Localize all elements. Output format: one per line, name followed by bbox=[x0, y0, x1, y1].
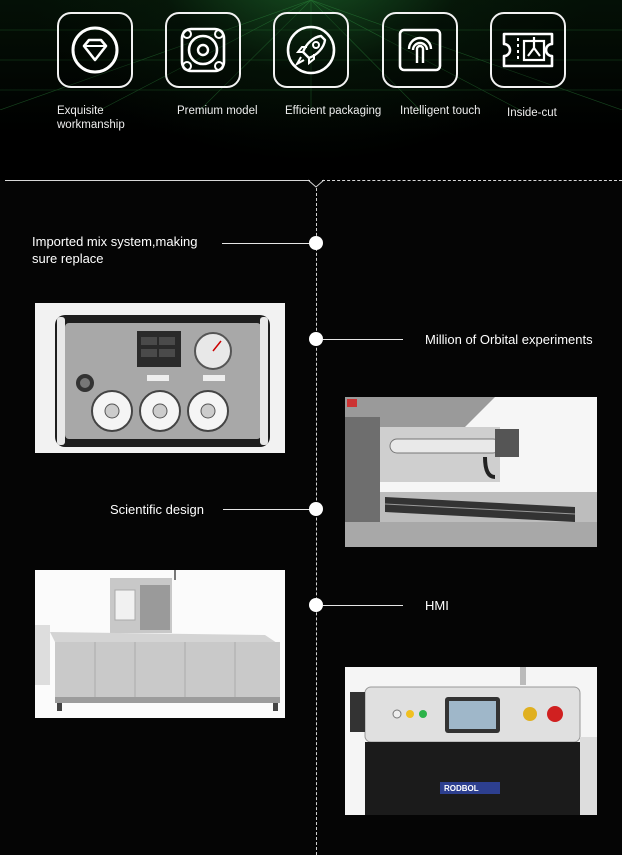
rocket-icon bbox=[286, 25, 336, 75]
hmi-panel-illustration: RODBOL bbox=[345, 667, 597, 815]
control-panel-photo bbox=[35, 303, 285, 453]
feature-tile bbox=[57, 12, 133, 88]
timeline-dot bbox=[309, 332, 323, 346]
timeline-dot bbox=[309, 502, 323, 516]
machine-brand-label: RODBOL bbox=[444, 784, 479, 793]
feature-label: Inside-cut bbox=[507, 107, 557, 119]
feature-tile bbox=[382, 12, 458, 88]
timeline-axis bbox=[316, 188, 317, 855]
section-divider-right bbox=[322, 180, 622, 181]
ticket-icon bbox=[502, 32, 554, 68]
timeline-dot bbox=[309, 236, 323, 250]
timeline-label: HMI bbox=[425, 598, 449, 613]
section-divider-left bbox=[5, 180, 310, 181]
feature-efficient-packaging: Efficient packaging bbox=[273, 12, 381, 117]
feature-premium-model: Premium model bbox=[165, 12, 265, 117]
timeline-connector bbox=[223, 509, 310, 510]
feature-label: Efficient packaging bbox=[285, 105, 382, 117]
timeline-label: Scientific design bbox=[110, 502, 204, 517]
timeline-dot bbox=[309, 598, 323, 612]
feature-label: Exquisite workmanship bbox=[57, 105, 125, 131]
feature-label: Premium model bbox=[177, 105, 258, 117]
timeline-label: Imported mix system,making sure replace bbox=[32, 234, 198, 266]
sealing-head-illustration bbox=[345, 397, 597, 547]
timeline-connector bbox=[222, 243, 310, 244]
diamond-icon bbox=[71, 26, 119, 74]
feature-tile bbox=[273, 12, 349, 88]
feature-exquisite-workmanship: Exquisite workmanship bbox=[57, 12, 157, 131]
sealing-head-photo bbox=[345, 397, 597, 547]
feature-label: Intelligent touch bbox=[400, 105, 481, 117]
control-panel-illustration bbox=[35, 303, 285, 453]
timeline-connector bbox=[323, 605, 403, 606]
timeline-label: Million of Orbital experiments bbox=[425, 332, 593, 347]
feature-tile bbox=[490, 12, 566, 88]
speaker-icon bbox=[180, 27, 226, 73]
feature-intelligent-touch: Intelligent touch bbox=[382, 12, 482, 117]
packaging-machine-illustration bbox=[35, 570, 285, 718]
hmi-panel-photo: RODBOL bbox=[345, 667, 597, 815]
feature-tile bbox=[165, 12, 241, 88]
touch-icon bbox=[398, 28, 442, 72]
timeline-connector bbox=[323, 339, 403, 340]
packaging-machine-photo bbox=[35, 570, 285, 718]
feature-inside-cut: Inside-cut bbox=[490, 12, 590, 119]
divider-notch bbox=[308, 179, 324, 188]
